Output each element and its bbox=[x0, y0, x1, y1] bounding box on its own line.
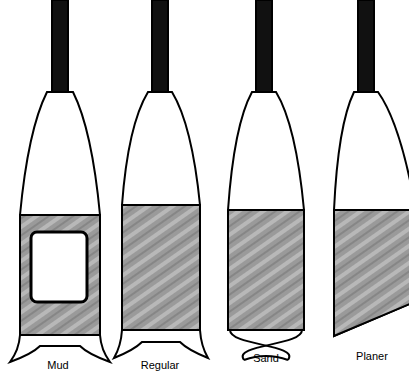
tool-label: Mud bbox=[47, 359, 68, 372]
regular-auger bbox=[114, 0, 208, 358]
tool-label: Sand bbox=[253, 352, 279, 365]
sand-auger bbox=[228, 0, 304, 360]
tool-label: Regular bbox=[141, 359, 180, 372]
tool-label: Planer bbox=[356, 350, 388, 363]
planer-auger bbox=[334, 0, 409, 336]
mud-auger bbox=[10, 0, 110, 362]
